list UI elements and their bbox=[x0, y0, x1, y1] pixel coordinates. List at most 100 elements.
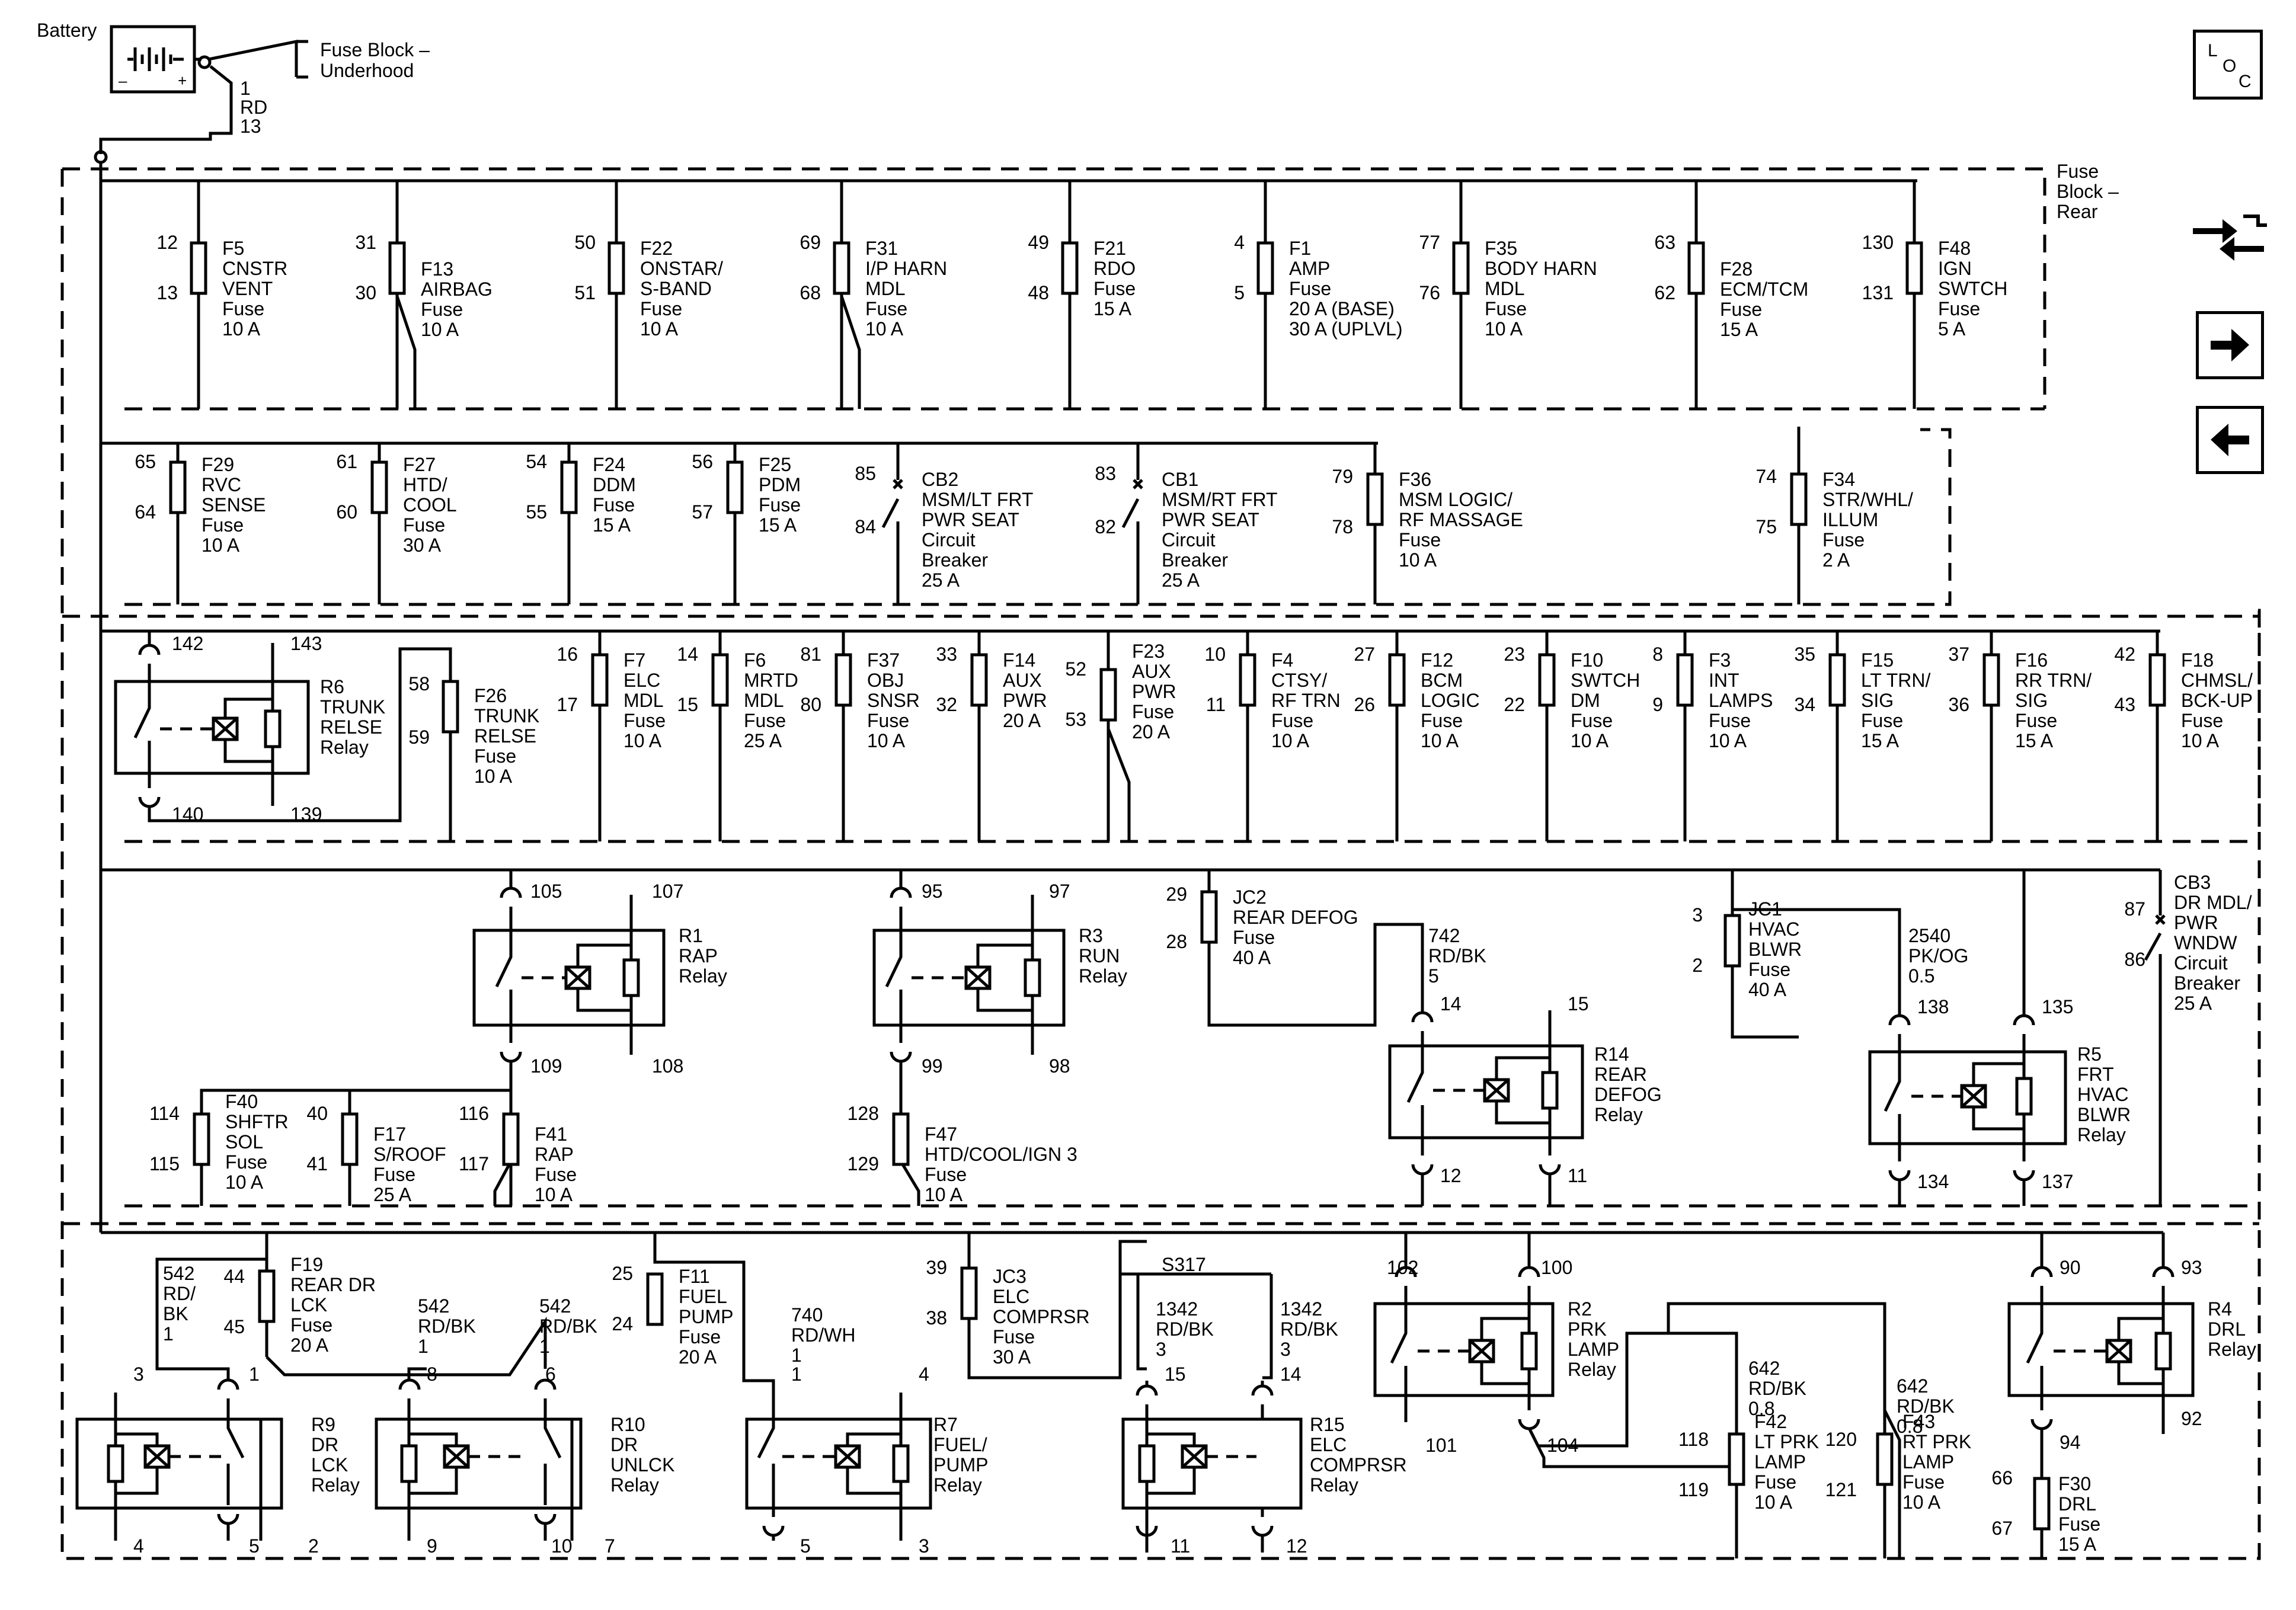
r10-label-1: DR bbox=[610, 1434, 638, 1455]
f35-label-2: MDL bbox=[1485, 278, 1525, 299]
r4-label-0: R4 bbox=[2208, 1298, 2232, 1320]
f15-cavity-out: 34 bbox=[1794, 694, 1815, 715]
f17-label-2: Fuse bbox=[373, 1164, 415, 1185]
f36-label-1: MSM LOGIC/ bbox=[1399, 489, 1512, 510]
f34-label-4: 2 A bbox=[1822, 549, 1850, 571]
r4-pin-c: 94 bbox=[2060, 1432, 2081, 1453]
next-page-button[interactable] bbox=[2196, 311, 2264, 379]
f10-label-1: SWTCH bbox=[1571, 670, 1640, 691]
f48-label-1: IGN bbox=[1938, 258, 1972, 279]
f5-label-1: CNSTR bbox=[222, 258, 287, 279]
f14-label-2: PWR bbox=[1003, 690, 1047, 711]
f10-label-3: Fuse bbox=[1571, 710, 1613, 731]
location-button[interactable]: L O C bbox=[2193, 30, 2263, 100]
w542a-label-0: 542 bbox=[163, 1263, 194, 1284]
f11-cavity-in: 25 bbox=[612, 1263, 633, 1284]
r14-pin-d: 11 bbox=[1568, 1165, 1587, 1186]
f40-label-2: SOL bbox=[225, 1131, 263, 1153]
r7-pin-b: 4 bbox=[919, 1363, 929, 1385]
jc2-label-1: REAR DEFOG bbox=[1233, 907, 1358, 928]
r15-label-3: Relay bbox=[1310, 1474, 1358, 1496]
r5-label-0: R5 bbox=[2077, 1044, 2102, 1065]
cb3-label-4: Circuit bbox=[2174, 952, 2228, 974]
f6-cavity-in: 14 bbox=[677, 644, 698, 665]
f10-cavity-in: 23 bbox=[1504, 644, 1525, 665]
f42-label-4: 10 A bbox=[1754, 1491, 1793, 1513]
f30-cavity-in: 66 bbox=[1991, 1467, 2013, 1489]
underhood-label-1: Fuse Block – bbox=[320, 39, 430, 60]
w542b-label-0: 542 bbox=[418, 1295, 449, 1317]
w542c-label-2: 1 bbox=[539, 1336, 550, 1357]
f28-label-2: Fuse bbox=[1720, 299, 1762, 320]
f1-cavity-in: 4 bbox=[1234, 232, 1245, 253]
f36-label-3: Fuse bbox=[1399, 529, 1441, 550]
f24-label-2: Fuse bbox=[593, 494, 635, 516]
f18-label-3: Fuse bbox=[2181, 710, 2223, 731]
f13-label-0: F13 bbox=[421, 258, 453, 280]
f23-label-4: 20 A bbox=[1132, 721, 1171, 742]
splice-s317-label: S317 bbox=[1162, 1254, 1206, 1275]
f21-label-2: Fuse bbox=[1093, 278, 1136, 299]
f21-label-3: 15 A bbox=[1093, 298, 1132, 319]
f48-label-4: 5 A bbox=[1938, 318, 1966, 340]
f43-label-2: LAMP bbox=[1902, 1451, 1954, 1473]
harness-tool-icon[interactable] bbox=[2187, 210, 2270, 276]
cb3-label-3: WNDW bbox=[2174, 932, 2237, 953]
f35-cavity-in: 77 bbox=[1419, 232, 1440, 253]
f25-label-1: PDM bbox=[759, 474, 801, 495]
f43-label-1: RT PRK bbox=[1902, 1431, 1971, 1452]
jc3-label-0: JC3 bbox=[993, 1266, 1027, 1287]
f23-label-2: PWR bbox=[1132, 681, 1176, 702]
f28-cavity-in: 63 bbox=[1654, 232, 1675, 253]
f42-label-2: LAMP bbox=[1754, 1451, 1806, 1473]
f18-label-4: 10 A bbox=[2181, 730, 2220, 751]
f30-label-3: 15 A bbox=[2058, 1534, 2097, 1555]
f34-cavity-out: 75 bbox=[1755, 516, 1777, 537]
cb2-label-0: CB2 bbox=[922, 469, 958, 490]
f22-label-4: 10 A bbox=[640, 318, 679, 340]
f11-label-1: FUEL bbox=[679, 1286, 727, 1307]
r3-pin-b: 97 bbox=[1049, 881, 1070, 902]
jc2-label-0: JC2 bbox=[1233, 886, 1267, 908]
f47-label-0: F47 bbox=[925, 1124, 957, 1145]
f31-label-1: I/P HARN bbox=[865, 258, 947, 279]
cb1-cavity-in: 83 bbox=[1095, 463, 1116, 484]
f15-label-2: SIG bbox=[1861, 690, 1894, 711]
f48-cavity-out: 131 bbox=[1862, 282, 1894, 303]
previous-page-button[interactable] bbox=[2196, 406, 2264, 474]
f29-label-2: SENSE bbox=[202, 494, 266, 516]
f13-label-1: AIRBAG bbox=[421, 279, 493, 300]
underhood-label-2: Underhood bbox=[320, 60, 414, 81]
w2540-label-2: 0.5 bbox=[1908, 965, 1934, 987]
f41-label-2: Fuse bbox=[535, 1164, 577, 1185]
f19-label-4: 20 A bbox=[290, 1334, 329, 1356]
f15-label-1: LT TRN/ bbox=[1861, 670, 1930, 691]
f48-label-3: Fuse bbox=[1938, 298, 1980, 319]
f11-label-3: Fuse bbox=[679, 1326, 721, 1347]
r7-pin-d: 3 bbox=[919, 1535, 929, 1557]
f30-label-0: F30 bbox=[2058, 1473, 2091, 1494]
r10-pin-c: 9 bbox=[427, 1535, 437, 1557]
f37-label-1: OBJ bbox=[867, 670, 904, 691]
f7-label-4: 10 A bbox=[623, 730, 662, 751]
f17-cavity-out: 41 bbox=[306, 1153, 328, 1174]
w1342b-label-2: 3 bbox=[1280, 1339, 1291, 1360]
jc3-label-4: 30 A bbox=[993, 1346, 1031, 1368]
f30-cavity-out: 67 bbox=[1991, 1518, 2013, 1539]
r10-pin-e: 7 bbox=[605, 1535, 615, 1557]
cb1-label-4: Breaker bbox=[1162, 549, 1228, 571]
f48-label-0: F48 bbox=[1938, 238, 1971, 259]
f18-cavity-out: 43 bbox=[2114, 694, 2135, 715]
r9-label-0: R9 bbox=[311, 1414, 335, 1435]
f3-label-1: INT bbox=[1709, 670, 1739, 691]
w742-label-0: 742 bbox=[1428, 925, 1460, 946]
f17-label-3: 25 A bbox=[373, 1184, 412, 1205]
r7-label-2: PUMP bbox=[933, 1454, 988, 1475]
r9-label-2: LCK bbox=[311, 1454, 348, 1475]
f14-cavity-out: 32 bbox=[936, 694, 957, 715]
f42-label-3: Fuse bbox=[1754, 1471, 1796, 1493]
f35-label-0: F35 bbox=[1485, 238, 1517, 259]
w1342b-label-0: 1342 bbox=[1280, 1298, 1322, 1320]
r6-label-3: Relay bbox=[320, 737, 369, 758]
r4-label-1: DRL bbox=[2208, 1318, 2246, 1340]
